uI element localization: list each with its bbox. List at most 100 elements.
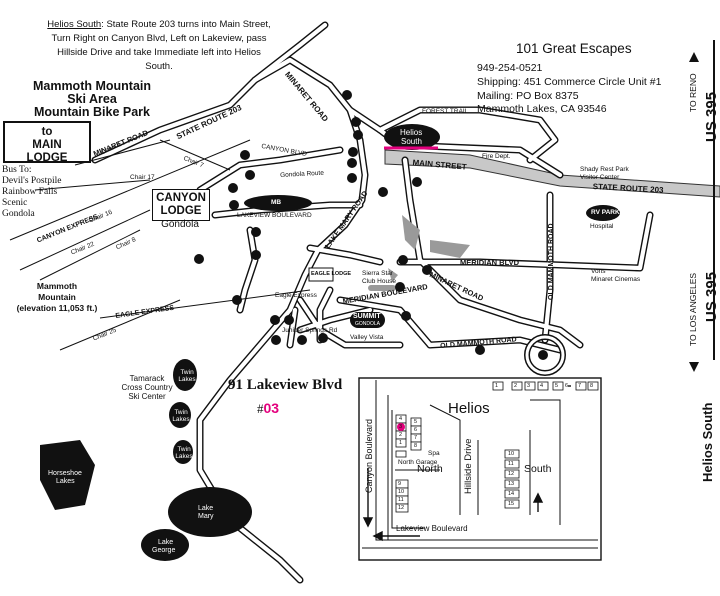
inset-unit-north-left-units-2: 2 [399,432,403,438]
lake-george-label-2: George [152,547,176,554]
chair-17-label: Chair 17 [130,174,155,181]
rv-park-label: RV PARK [591,209,620,216]
us395-top-label: US 395 [703,91,720,142]
fire-dept-label: Fire Dept. [482,153,511,160]
helios-south-badge-label-2: South [401,137,422,146]
inset-north-garage: North Garage [398,459,438,466]
summit-label: SUMMIT [353,313,381,320]
company-shipping: Shipping: 451 Commerce Circle Unit #1 [477,76,662,88]
mammoth-mountain-elevation: Mammoth Mountain (elevation 11,053 ft.) [2,281,112,314]
vons-label: Vons [591,268,606,275]
bus-line3: Rainbow Falls [2,187,58,197]
old-mammoth-road-label: OLD MAMMOTH ROAD [548,223,555,300]
canyon-gondola-label: Gondola [161,219,199,230]
rv-park-badge [586,205,620,221]
tamarack-label-2: Cross Country [121,383,173,392]
inset-unit-south-units-14: 14 [508,491,515,497]
minaret-cinemas-label: Minaret Cinemas [591,276,641,283]
unit-03-marker [397,423,405,431]
club-house-label: Club House [362,278,396,285]
inset-spa: Spa [428,450,440,457]
mountain-title: Mammoth Mountain Ski Area Mountain Bike … [22,80,162,119]
company-mailing: Mailing: PO Box 8375 [477,90,579,102]
summit-sub-label: GONDOLA [355,321,381,327]
inset-unit-north-left-units-3: 3 [399,424,403,430]
inset-unit-north-right-units-8: 8 [414,443,418,449]
helios-south-badge [384,124,440,150]
inset-south-label: South [524,463,552,475]
shady-rest-label-1: Shady Rest Park [580,166,629,173]
bus-info: Bus To: Devil's Postpile Rainbow Falls S… [2,165,62,220]
inset-hillside-drive: Hillside Drive [463,438,474,494]
mammoth-elev-line1: Mammoth [36,281,78,291]
helios-south-side-label: Helios South [700,402,715,482]
to-main-lodge-sign: to MAIN LODGE [3,121,91,164]
inset-canyon-boulevard: Canyon Boulevard [364,418,374,493]
horseshoe-lakes-label-2: Lakes [56,478,75,485]
inset-unit-south-units-11: 11 [508,461,514,467]
helios-inset [358,377,602,561]
mountain-line1: Mammoth Mountain [32,79,152,93]
helios-south-badge-label-1: Helios [400,128,423,137]
inset-north-label: North [417,463,443,475]
mb-label: MB [271,199,282,206]
lakes [40,359,252,561]
lake-mary-label-2: Mary [198,513,214,520]
inset-title: Helios [448,400,490,417]
lake-mary-label-1: Lake [198,505,214,512]
lakeview-blvd-label: LAKEVIEW BOULEVARD [237,212,312,219]
canyon-lodge-line2: LODGE [160,205,202,217]
to-main-lodge-line1: to [41,126,53,138]
mammoth-elev-line2: Mountain [38,292,76,302]
unit-number-value: 03 [263,400,280,416]
twin-lakes-label-1: Twin Lakes [178,369,196,383]
inset-unit-north-right-units-6: 6 [414,427,418,433]
eagle-lodge-label: EAGLE LODGE [311,271,352,277]
inset-unit-top-units-5: 5 [555,383,559,389]
directions-text: : State Route 203 turns into Main Street… [51,19,271,72]
tamarack-label-1: Tamarack [129,374,165,383]
inset-unit-south-units-12: 12 [508,471,515,477]
inset-unit-north-lower-units-12: 12 [398,505,405,511]
inset-unit-north-lower-units-10: 10 [398,489,405,495]
unit-number: #03 [257,400,279,417]
inset-unit-top-units-8: 8 [590,383,594,389]
inset-unit-top-units-2: 2 [514,383,518,389]
shady-rest-label-2: Visitor Center [580,174,620,181]
unit-address: 91 Lakeview Blvd [228,377,343,393]
juniper-springs-label: Juniper Springs Rd [282,327,338,334]
bus-line2: Devil's Postpile [2,176,62,186]
inset-unit-top-units-3: 3 [527,383,531,389]
inset-unit-north-lower-units-11: 11 [398,497,404,503]
inset-lakeview-boulevard: Lakeview Boulevard [396,524,468,533]
bus-line1: Bus To: [2,165,32,175]
mb-badge [244,195,312,211]
company-phone: 949-254-0521 [477,62,543,74]
horseshoe-lakes-label-1: Horseshoe [48,470,82,477]
company-name: 101 Great Escapes [516,41,632,56]
canyon-lodge-line1: CANYON [156,192,206,204]
twin-lakes-label-2: Twin Lakes [172,409,190,423]
sierra-star-label: Sierra Star [362,270,394,277]
tamarack-label-3: Ski Center [128,392,166,401]
mountain-line3: Mountain Bike Park [34,105,150,119]
inset-unit-top-units-4: 4 [540,383,544,389]
eagle-express-small-label: Eagle Express [275,292,317,299]
canyon-lodge-sign: CANYON LODGE [152,189,210,221]
eagle-lodge-badge [308,267,334,282]
to-reno-label: TO RENO [688,73,698,112]
summit-badge [350,312,385,328]
inset-unit-top-units-1: 1 [495,383,499,389]
inset-unit-north-right-units-7: 7 [414,435,418,441]
inset-unit-south-units-10: 10 [508,451,515,457]
inset-unit-south-units-13: 13 [508,481,515,487]
directions-title: Helios South [47,19,102,30]
inset-unit-north-right-units-5: 5 [414,419,418,425]
mammoth-elev-line3: (elevation 11,053 ft.) [16,303,98,313]
to-main-lodge-line2: MAIN [32,139,62,151]
hospital-label: Hospital [590,223,614,230]
inset-unit-north-left-units-1: 1 [399,440,403,446]
golf-area [402,215,420,250]
inset-unit-south-units-15: 15 [508,501,515,507]
